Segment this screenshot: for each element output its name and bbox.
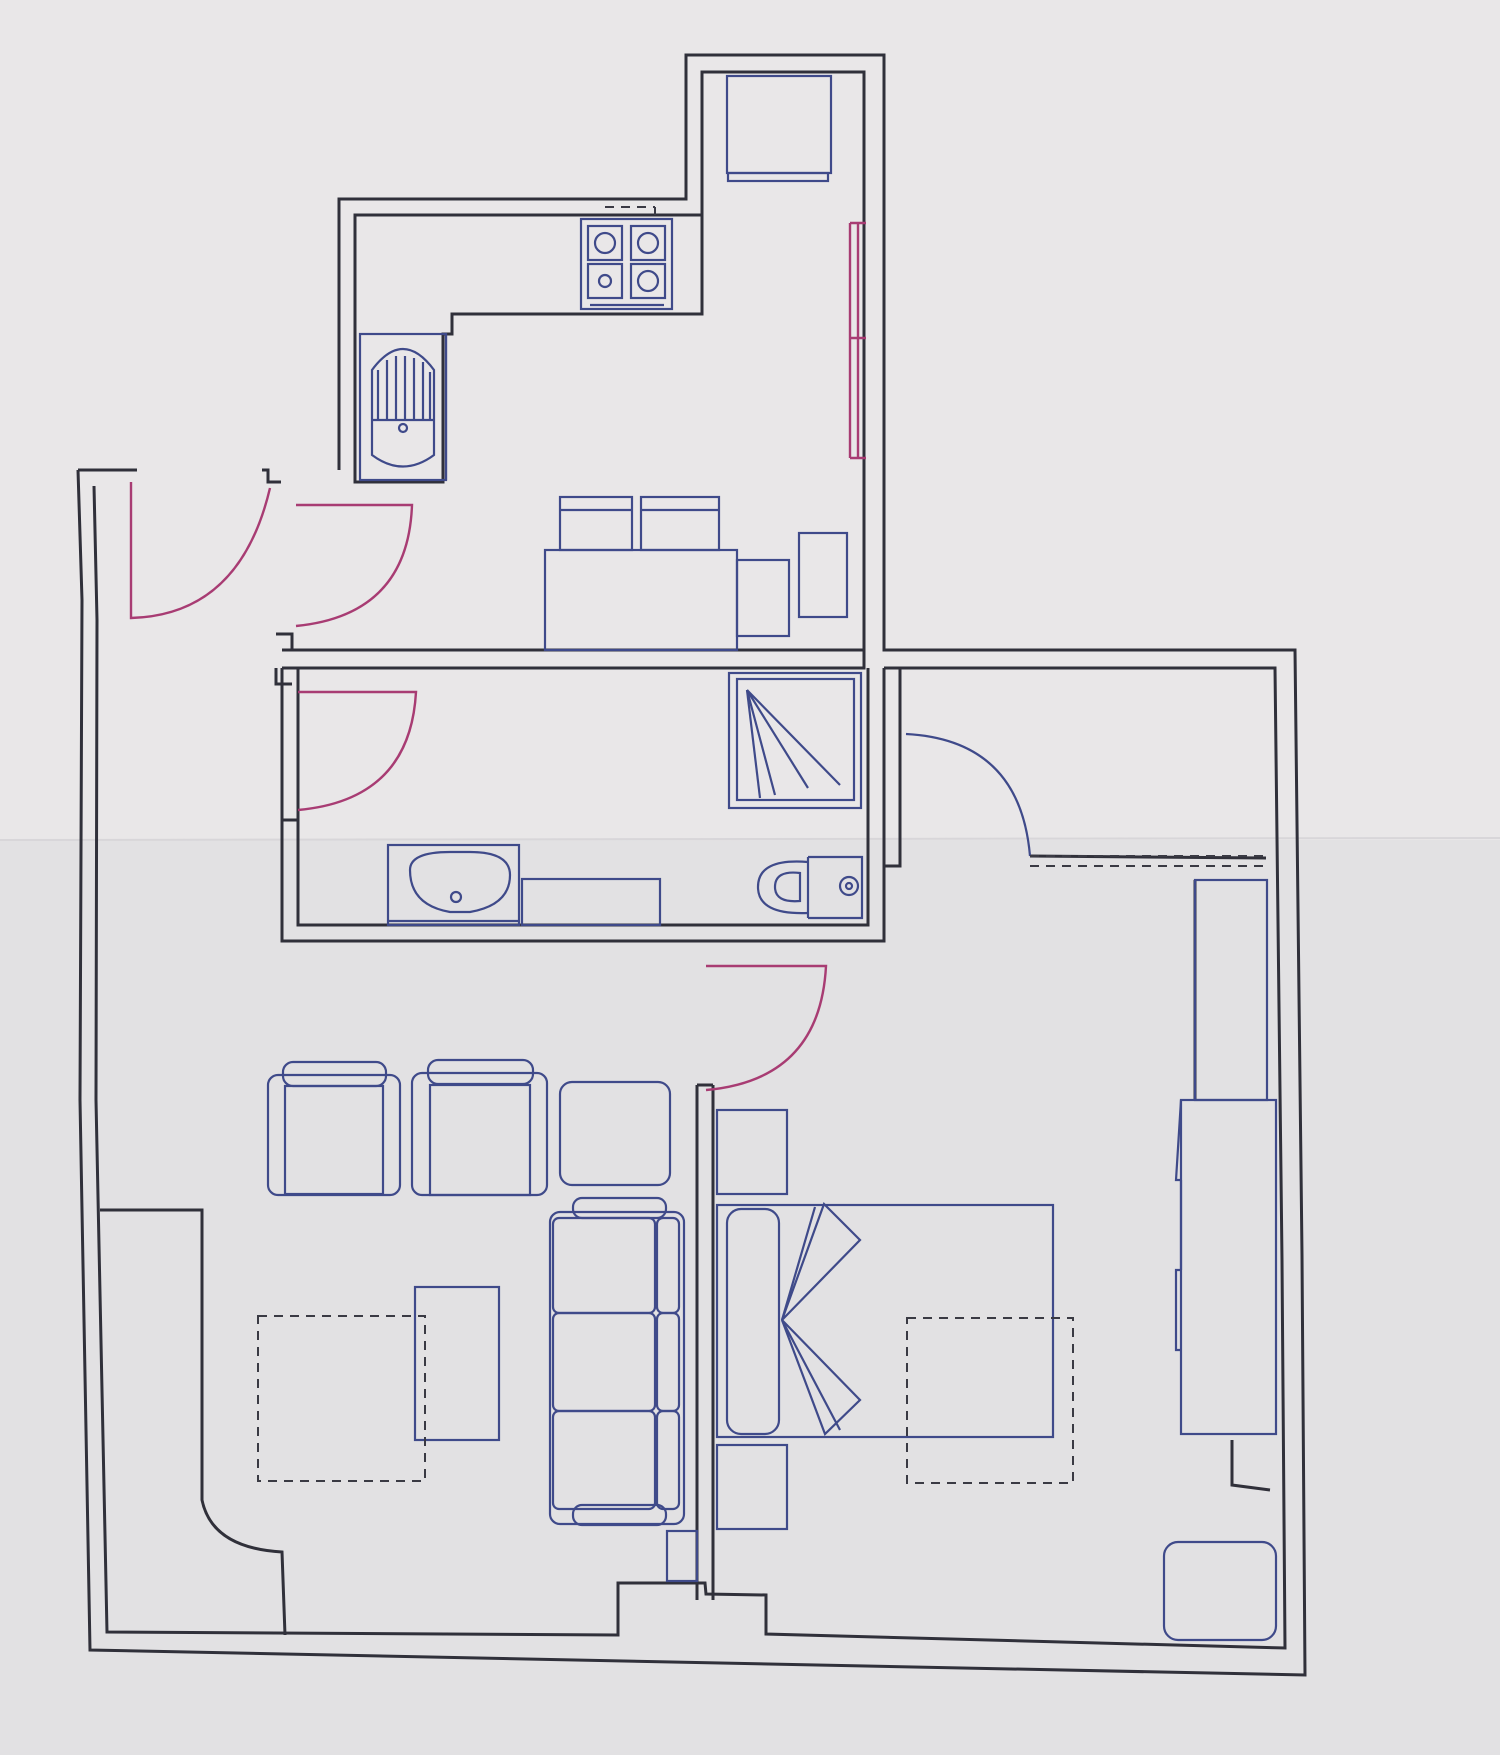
- toilet: [756, 855, 864, 920]
- dining-chair: [639, 495, 721, 552]
- bedroom-partition-wall: [695, 1083, 715, 1600]
- hall-opening-dashed: [1030, 855, 1266, 867]
- corner-unit: [797, 531, 849, 619]
- bedside-table: [715, 1443, 789, 1531]
- window-icon: [605, 206, 866, 460]
- armchair: [410, 1058, 549, 1197]
- bedside-table: [715, 1108, 789, 1196]
- washbasin: [386, 843, 521, 927]
- outer-wall: [76, 53, 1307, 1677]
- living-room: [257, 1058, 699, 1583]
- dining-chair: [735, 558, 791, 638]
- door-swing-icon: [297, 690, 418, 812]
- inner-wall-line: [92, 70, 1287, 1650]
- bedroom: [715, 878, 1278, 1642]
- doors: [129, 482, 1266, 1092]
- gas-hob: [579, 217, 674, 311]
- pillow-icon: [780, 1201, 862, 1436]
- bathroom: [386, 671, 864, 927]
- door-swing-icon: [295, 503, 414, 628]
- coffee-table: [413, 1285, 501, 1442]
- radiator: [1162, 1540, 1278, 1642]
- rug-icon: [906, 1317, 1074, 1484]
- sofa: [548, 1196, 686, 1527]
- kitchen-sink: [358, 332, 448, 482]
- door-swing-icon: [705, 964, 828, 1092]
- armoire: [1193, 878, 1269, 1102]
- armchair: [558, 1080, 672, 1187]
- side-table: [665, 1529, 699, 1583]
- fridge: [725, 74, 833, 183]
- double-bed: [715, 1203, 1055, 1439]
- rug-icon: [257, 1315, 426, 1482]
- kitchen: [358, 74, 849, 652]
- door-swing-icon: [905, 732, 1032, 857]
- paper-fold-shade: [0, 840, 1500, 1755]
- bathroom-door-jamb: [282, 666, 298, 822]
- armchair: [266, 1060, 402, 1197]
- living-niche-outline: [100, 1208, 287, 1636]
- paper-fold-line: [0, 837, 1500, 841]
- door-swing-icon: [129, 482, 272, 620]
- dining-chair: [558, 495, 634, 552]
- bathroom-cabinet: [520, 877, 662, 927]
- shower-tray: [727, 671, 863, 810]
- entrance-wall-marks: [274, 632, 294, 686]
